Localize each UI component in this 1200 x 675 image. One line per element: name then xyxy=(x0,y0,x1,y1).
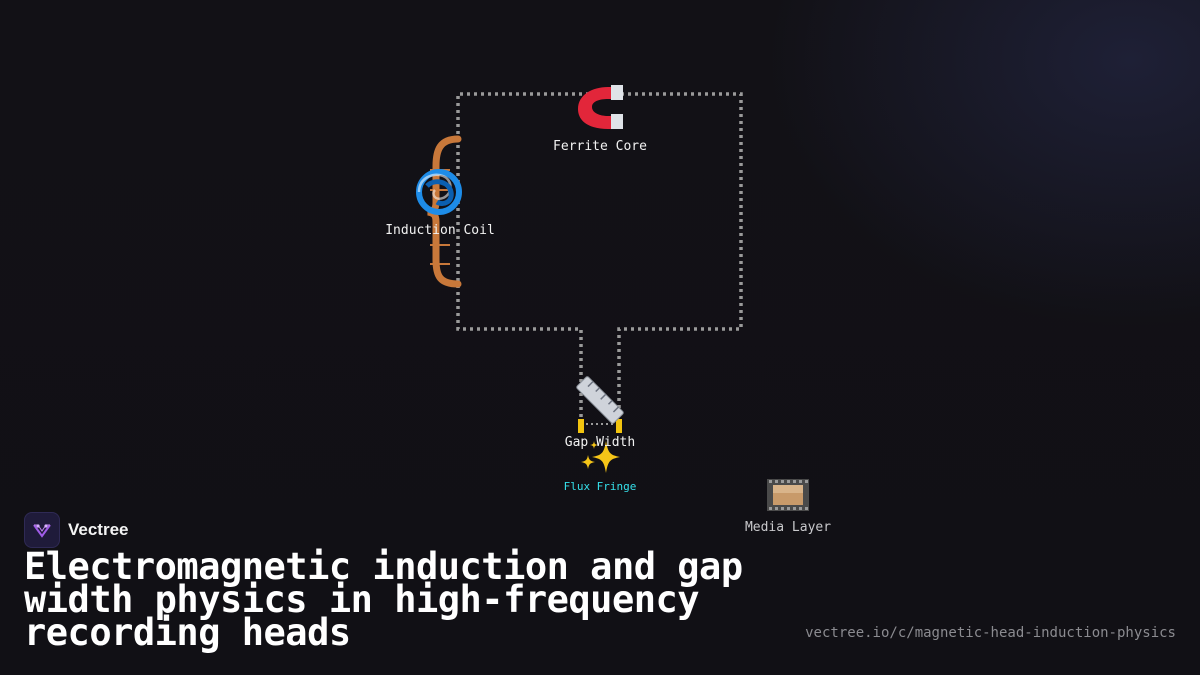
ruler-icon xyxy=(576,376,624,424)
ferrite-core-outline xyxy=(456,92,743,424)
source-url: vectree.io/c/magnetic-head-induction-phy… xyxy=(805,625,1176,641)
gap-marker-right xyxy=(616,419,622,433)
media-layer-label: Media Layer xyxy=(744,520,832,535)
induction-coil-label: Induction Coil xyxy=(385,223,495,238)
vectree-logo-icon xyxy=(24,512,60,548)
page-title: Electromagnetic induction and gap width … xyxy=(24,545,743,654)
brand: Vectree xyxy=(24,512,129,548)
flux-fringe-label: Flux Fringe xyxy=(563,480,637,493)
gap-marker-left xyxy=(578,419,584,433)
gap-width-label: Gap Width xyxy=(564,435,636,450)
film-strip-icon xyxy=(767,479,809,511)
ferrite-core-label: Ferrite Core xyxy=(553,139,647,154)
brand-name: Vectree xyxy=(68,520,129,539)
magnet-icon xyxy=(578,85,623,129)
cyclone-spiral-icon xyxy=(416,169,462,215)
sparkles-icon xyxy=(581,441,620,473)
